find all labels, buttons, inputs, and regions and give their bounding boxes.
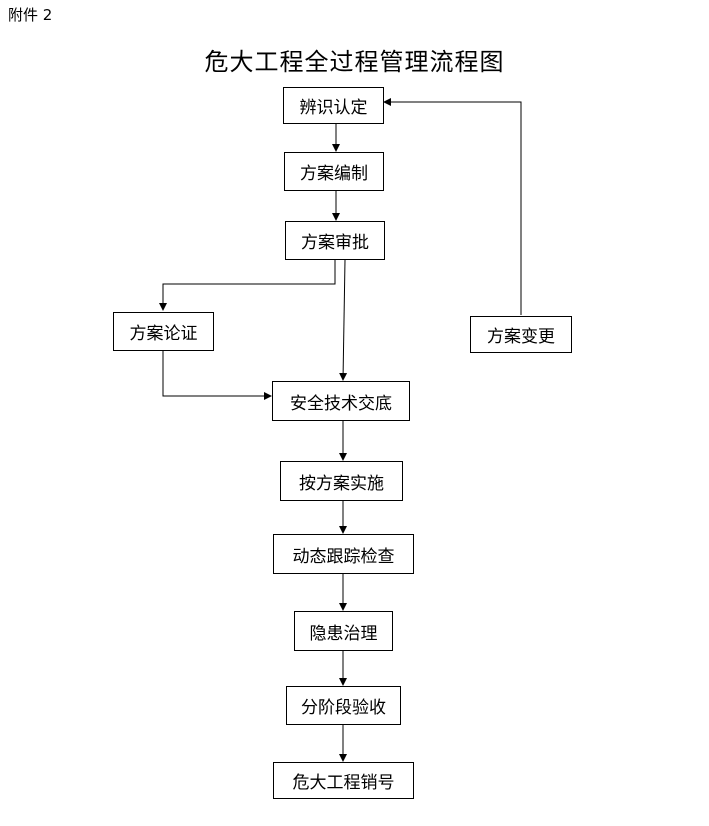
diagram-title: 危大工程全过程管理流程图 bbox=[204, 48, 505, 76]
node-compile: 方案编制 bbox=[284, 152, 384, 191]
node-acceptance: 分阶段验收 bbox=[286, 686, 401, 725]
node-implement: 按方案实施 bbox=[280, 461, 403, 501]
node-hazard: 隐患治理 bbox=[294, 611, 393, 651]
node-briefing: 安全技术交底 bbox=[272, 381, 410, 421]
node-closeout: 危大工程销号 bbox=[273, 762, 414, 799]
arrow-approve-to-argue bbox=[159, 260, 336, 311]
node-approve: 方案审批 bbox=[285, 221, 385, 260]
arrow-argue-to-briefing bbox=[162, 351, 272, 400]
arrow-approve-to-briefing bbox=[339, 259, 348, 381]
node-change: 方案变更 bbox=[470, 316, 572, 353]
attachment-label: 附件 2 bbox=[8, 6, 53, 24]
node-identify: 辨识认定 bbox=[283, 87, 384, 124]
arrow-change-to-identify bbox=[383, 98, 522, 315]
node-argue: 方案论证 bbox=[113, 312, 214, 351]
node-tracking: 动态跟踪检查 bbox=[273, 534, 414, 574]
